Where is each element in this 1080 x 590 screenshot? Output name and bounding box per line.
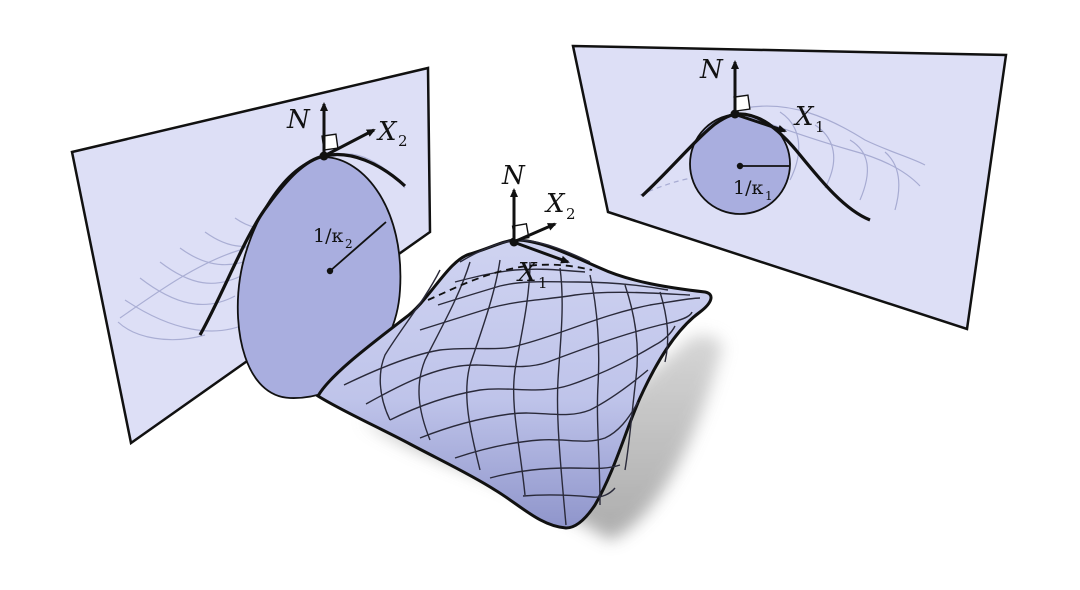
left-dir-sub: 2 (398, 132, 408, 150)
right-center-point (736, 162, 744, 170)
surface-body (315, 238, 713, 530)
right-dir-sub: 1 (815, 118, 825, 136)
left-radius-sub: 2 (345, 237, 353, 251)
left-tangent-arrow (325, 128, 376, 157)
center-x1-label: X (516, 258, 538, 288)
left-radius-label: 1/κ (313, 225, 343, 247)
left-center-point (326, 267, 334, 275)
right-dir-label: X (793, 102, 815, 132)
surface-shadow (362, 335, 723, 540)
surface-grid-v (379, 259, 669, 526)
center-surface-group: N X 2 X 1 (315, 161, 723, 540)
right-plane-panel (571, 44, 1008, 331)
right-normal-label: N (699, 55, 724, 85)
center-x2-sub: 2 (566, 205, 576, 223)
center-x2-arrow (515, 222, 557, 243)
left-osculating-circle (236, 156, 402, 399)
center-normal-label: N (501, 161, 526, 191)
right-tangent-arrow (736, 113, 787, 133)
center-x2-label: X (544, 189, 566, 219)
right-radius-sub: 1 (765, 189, 773, 203)
right-normal-curve (640, 112, 871, 222)
right-normal-plane: N X 1 1/κ 1 (571, 44, 1008, 331)
left-normal-curve (198, 153, 407, 336)
right-radius-label: 1/κ (733, 177, 763, 199)
center-x1-arrow (515, 241, 570, 264)
surface-section-dashed (427, 263, 593, 301)
left-normal-label: N (286, 105, 311, 135)
left-normal-plane: N X 2 1/κ 2 (70, 66, 432, 446)
left-radius-line (329, 221, 387, 272)
surface-grid (343, 268, 701, 498)
center-x1-sub: 1 (538, 274, 548, 292)
left-dir-label: X (376, 117, 398, 147)
